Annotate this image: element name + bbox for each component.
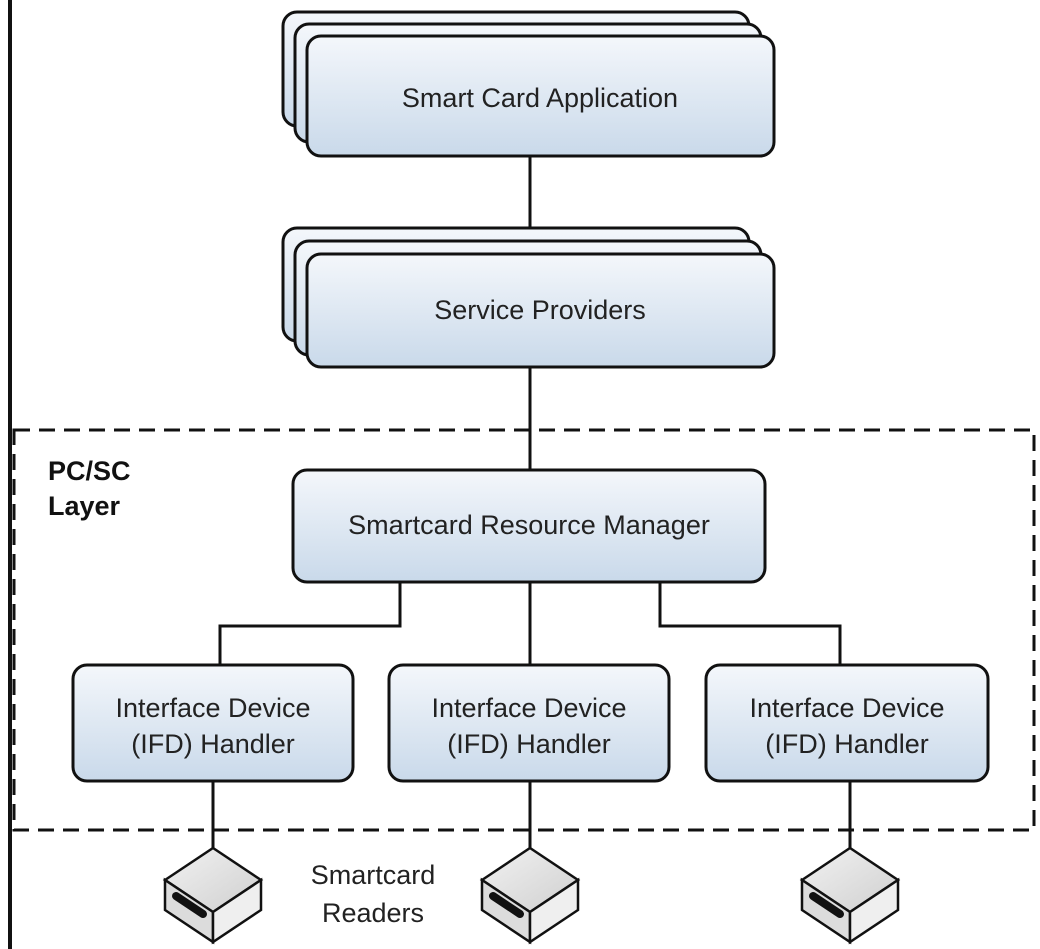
ifd-handler-box-3: Interface Device (IFD) Handler [704,663,990,783]
readers-caption-line1: Smartcard [311,860,436,890]
ifd-handler-3-line1: Interface Device [749,693,944,723]
service-providers-label: Service Providers [434,295,646,325]
pcsc-layer-region [12,428,1036,832]
smart-card-application-label: Smart Card Application [402,83,678,113]
ifd-handler-1-line2: (IFD) Handler [131,729,295,759]
pcsc-layer-label-line2: Layer [48,491,121,521]
readers-caption-line2: Readers [322,898,424,928]
service-providers-box: Service Providers [281,226,776,369]
ifd-handler-2-line2: (IFD) Handler [447,729,611,759]
connector-rm-ifd-1 [218,582,402,665]
smartcard-reader-icon-1 [162,846,264,945]
ifd-handler-box-1: Interface Device (IFD) Handler [71,663,355,783]
ifd-handler-2-line1: Interface Device [431,693,626,723]
smartcard-reader-icon-2 [479,846,581,945]
smart-card-application-box: Smart Card Application [281,10,776,158]
resource-manager-box: Smartcard Resource Manager [291,468,767,584]
pcsc-layer-label-line1: PC/SC [48,456,131,486]
resource-manager-label: Smartcard Resource Manager [348,510,710,540]
ifd-handler-box-2: Interface Device (IFD) Handler [387,663,671,783]
connector-rm-ifd-3 [658,582,842,665]
smartcard-reader-icon-3 [799,846,901,945]
ifd-handler-1-line1: Interface Device [115,693,310,723]
ifd-handler-3-line2: (IFD) Handler [765,729,929,759]
